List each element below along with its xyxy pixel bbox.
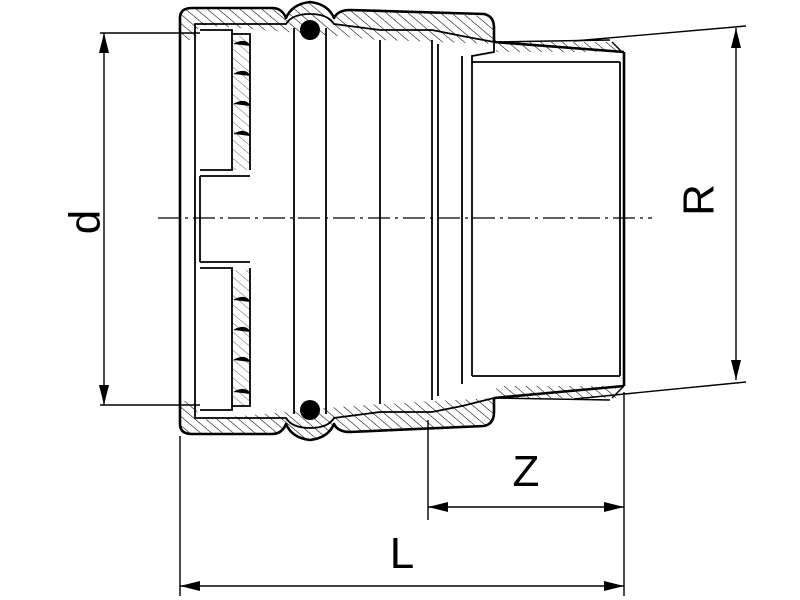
o-ring-upper [300, 20, 320, 40]
o-ring-lower [300, 400, 320, 420]
label-L: L [390, 529, 414, 578]
label-R: R [675, 184, 724, 216]
lower-wall-section [178, 381, 747, 442]
dimension-R: R [675, 28, 741, 380]
label-d: d [61, 210, 110, 234]
grip-ring-lower [200, 267, 251, 411]
dimension-d: d [61, 32, 200, 406]
dimension-L: L [179, 436, 624, 596]
grip-ring-upper [200, 29, 251, 171]
dimension-Z: Z [427, 392, 625, 596]
fitting-body-outline [178, 28, 626, 414]
upper-wall-section [178, 0, 747, 62]
label-Z: Z [513, 447, 540, 496]
